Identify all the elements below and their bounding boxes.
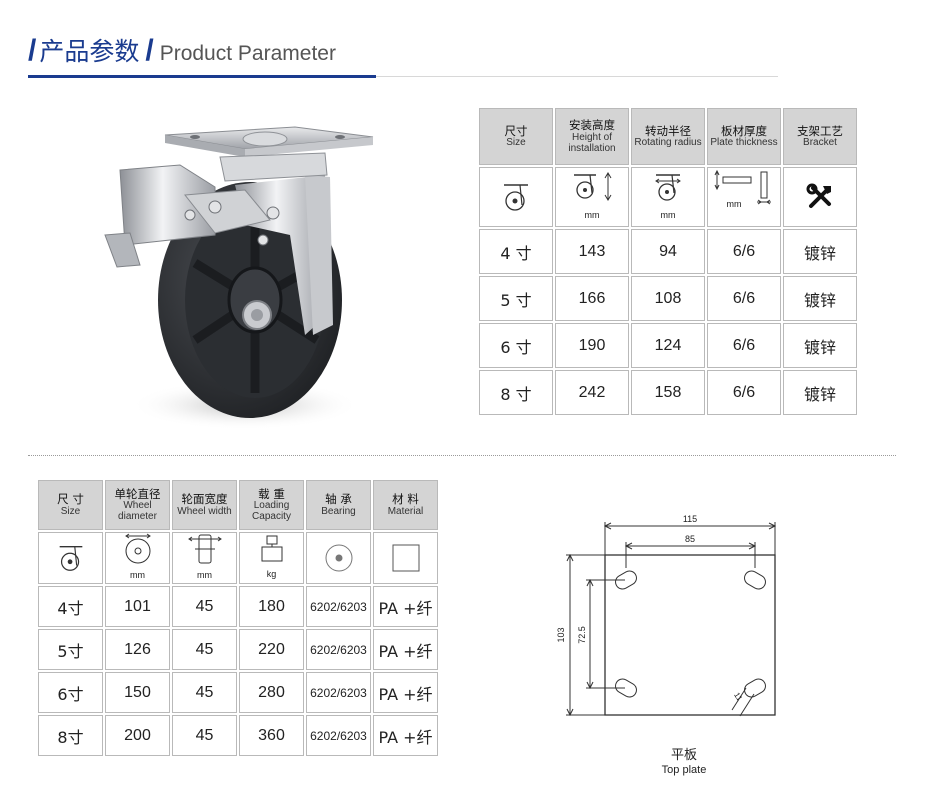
header-slash: / (145, 34, 154, 67)
bearing-icon (306, 532, 371, 584)
dim-width-label: 115 (683, 514, 697, 524)
unit-label: mm (197, 570, 212, 580)
top-plate-drawing: 115 85 103 72.5 11 (556, 514, 777, 717)
size-icon (38, 532, 103, 584)
table-row: 4寸 101 45 180 6202/6203 PA +纤 (38, 586, 438, 627)
size-icon (479, 167, 553, 227)
unit-label: mm (130, 570, 145, 580)
material-icon (373, 532, 438, 584)
wheel-diameter-icon: mm (105, 532, 170, 584)
plate-thickness-icon: mm (707, 167, 781, 227)
radius-icon: mm (631, 167, 705, 227)
unit-label: mm (584, 210, 600, 220)
section-header: / 产品参数 / Product Parameter (28, 32, 336, 72)
header-slash: / (28, 34, 37, 67)
height-icon: mm (555, 167, 629, 227)
table-row: 8 寸 242 158 6/6 镀锌 (479, 370, 857, 415)
page-title-en: Product Parameter (159, 42, 336, 65)
tools-icon (783, 167, 857, 227)
table-row: 6寸 150 45 280 6202/6203 PA +纤 (38, 672, 438, 713)
caster-wheel-image (104, 126, 374, 430)
plate-caption-cn: 平板 (670, 748, 697, 763)
dim-height-label: 103 (556, 627, 566, 642)
table-icon-row: mm mm mm (479, 167, 857, 227)
wheel-width-icon: mm (172, 532, 237, 584)
section-divider (28, 455, 896, 456)
unit-label: mm (660, 210, 676, 220)
dim-hole-span-x-label: 85 (685, 534, 695, 544)
table-row: 4 寸 143 94 6/6 镀锌 (479, 229, 857, 274)
table-row: 5 寸 166 108 6/6 镀锌 (479, 276, 857, 321)
dim-hole-span-y-label: 72.5 (577, 626, 587, 644)
unit-label: mm (726, 199, 742, 209)
header-underline (28, 75, 376, 78)
weight-icon: kg (239, 532, 304, 584)
table-icon-row: mm mm kg (38, 532, 438, 584)
table-row: 8寸 200 45 360 6202/6203 PA +纤 (38, 715, 438, 756)
table-row: 6 寸 190 124 6/6 镀锌 (479, 323, 857, 368)
table-row: 5寸 126 45 220 6202/6203 PA +纤 (38, 629, 438, 670)
plate-caption-en: Top plate (661, 764, 707, 776)
page-title-cn: 产品参数 (39, 37, 140, 66)
header-divider (376, 76, 778, 77)
unit-label: kg (266, 569, 277, 579)
